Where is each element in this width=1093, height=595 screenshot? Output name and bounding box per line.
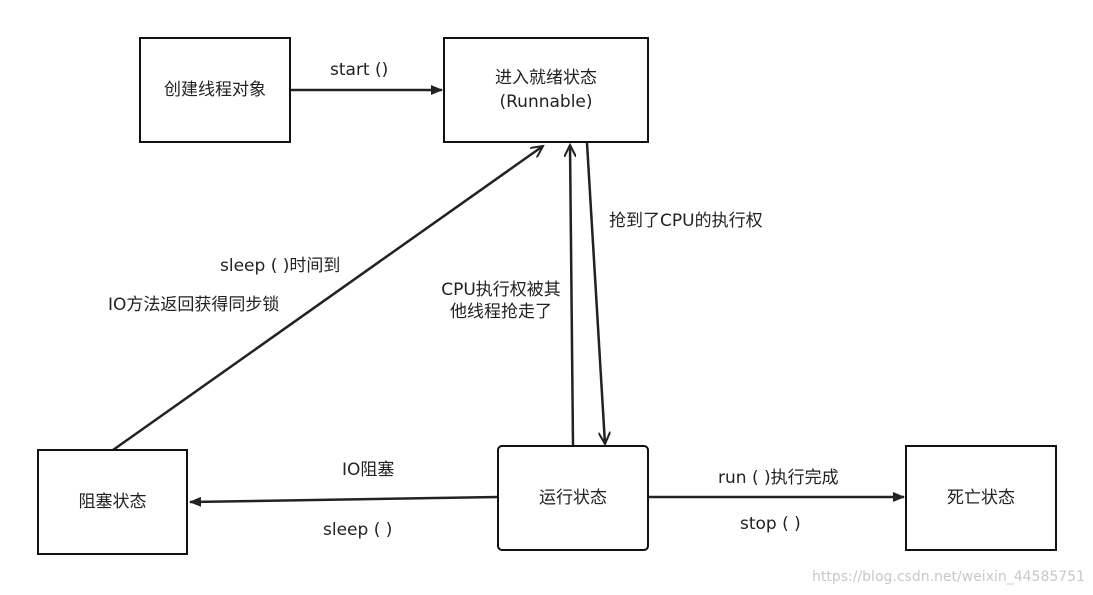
edge-label-start: start () — [330, 60, 389, 80]
node-blocked-state: 阻塞状态 — [37, 449, 188, 555]
node-running-state: 运行状态 — [497, 445, 649, 551]
edge-label-got-cpu: 抢到了CPU的执行权 — [609, 211, 763, 231]
edge-block — [189, 495, 499, 507]
edge-label-io-block: IO阻塞 — [342, 460, 395, 480]
edge-lost-cpu — [570, 145, 573, 446]
edge-label-run-done: run ( )执行完成 — [718, 468, 839, 488]
edge-label-io-return: IO方法返回获得同步锁 — [108, 295, 280, 315]
edge-label-lost-cpu: CPU执行权被其他线程抢走了 — [441, 280, 561, 322]
edge-unblock — [112, 146, 543, 452]
node-create-thread-label: 创建线程对象 — [164, 80, 266, 100]
node-dead-label: 死亡状态 — [947, 488, 1015, 508]
node-blocked-label: 阻塞状态 — [78, 492, 147, 512]
node-ready-sublabel: (Runnable) — [499, 92, 593, 112]
node-ready-state: 进入就绪状态 (Runnable) — [443, 37, 649, 143]
edge-label-sleep-timeout: sleep ( )时间到 — [220, 256, 341, 276]
edge-got-cpu — [585, 142, 605, 444]
edge-label-sleep: sleep ( ) — [323, 520, 393, 540]
node-running-label: 运行状态 — [539, 488, 607, 508]
watermark: https://blog.csdn.net/weixin_44585751 — [811, 569, 1085, 585]
node-create-thread: 创建线程对象 — [139, 37, 291, 143]
node-ready-label: 进入就绪状态 — [495, 68, 597, 88]
node-dead-state: 死亡状态 — [905, 445, 1057, 551]
edge-label-stop: stop ( ) — [740, 514, 801, 534]
